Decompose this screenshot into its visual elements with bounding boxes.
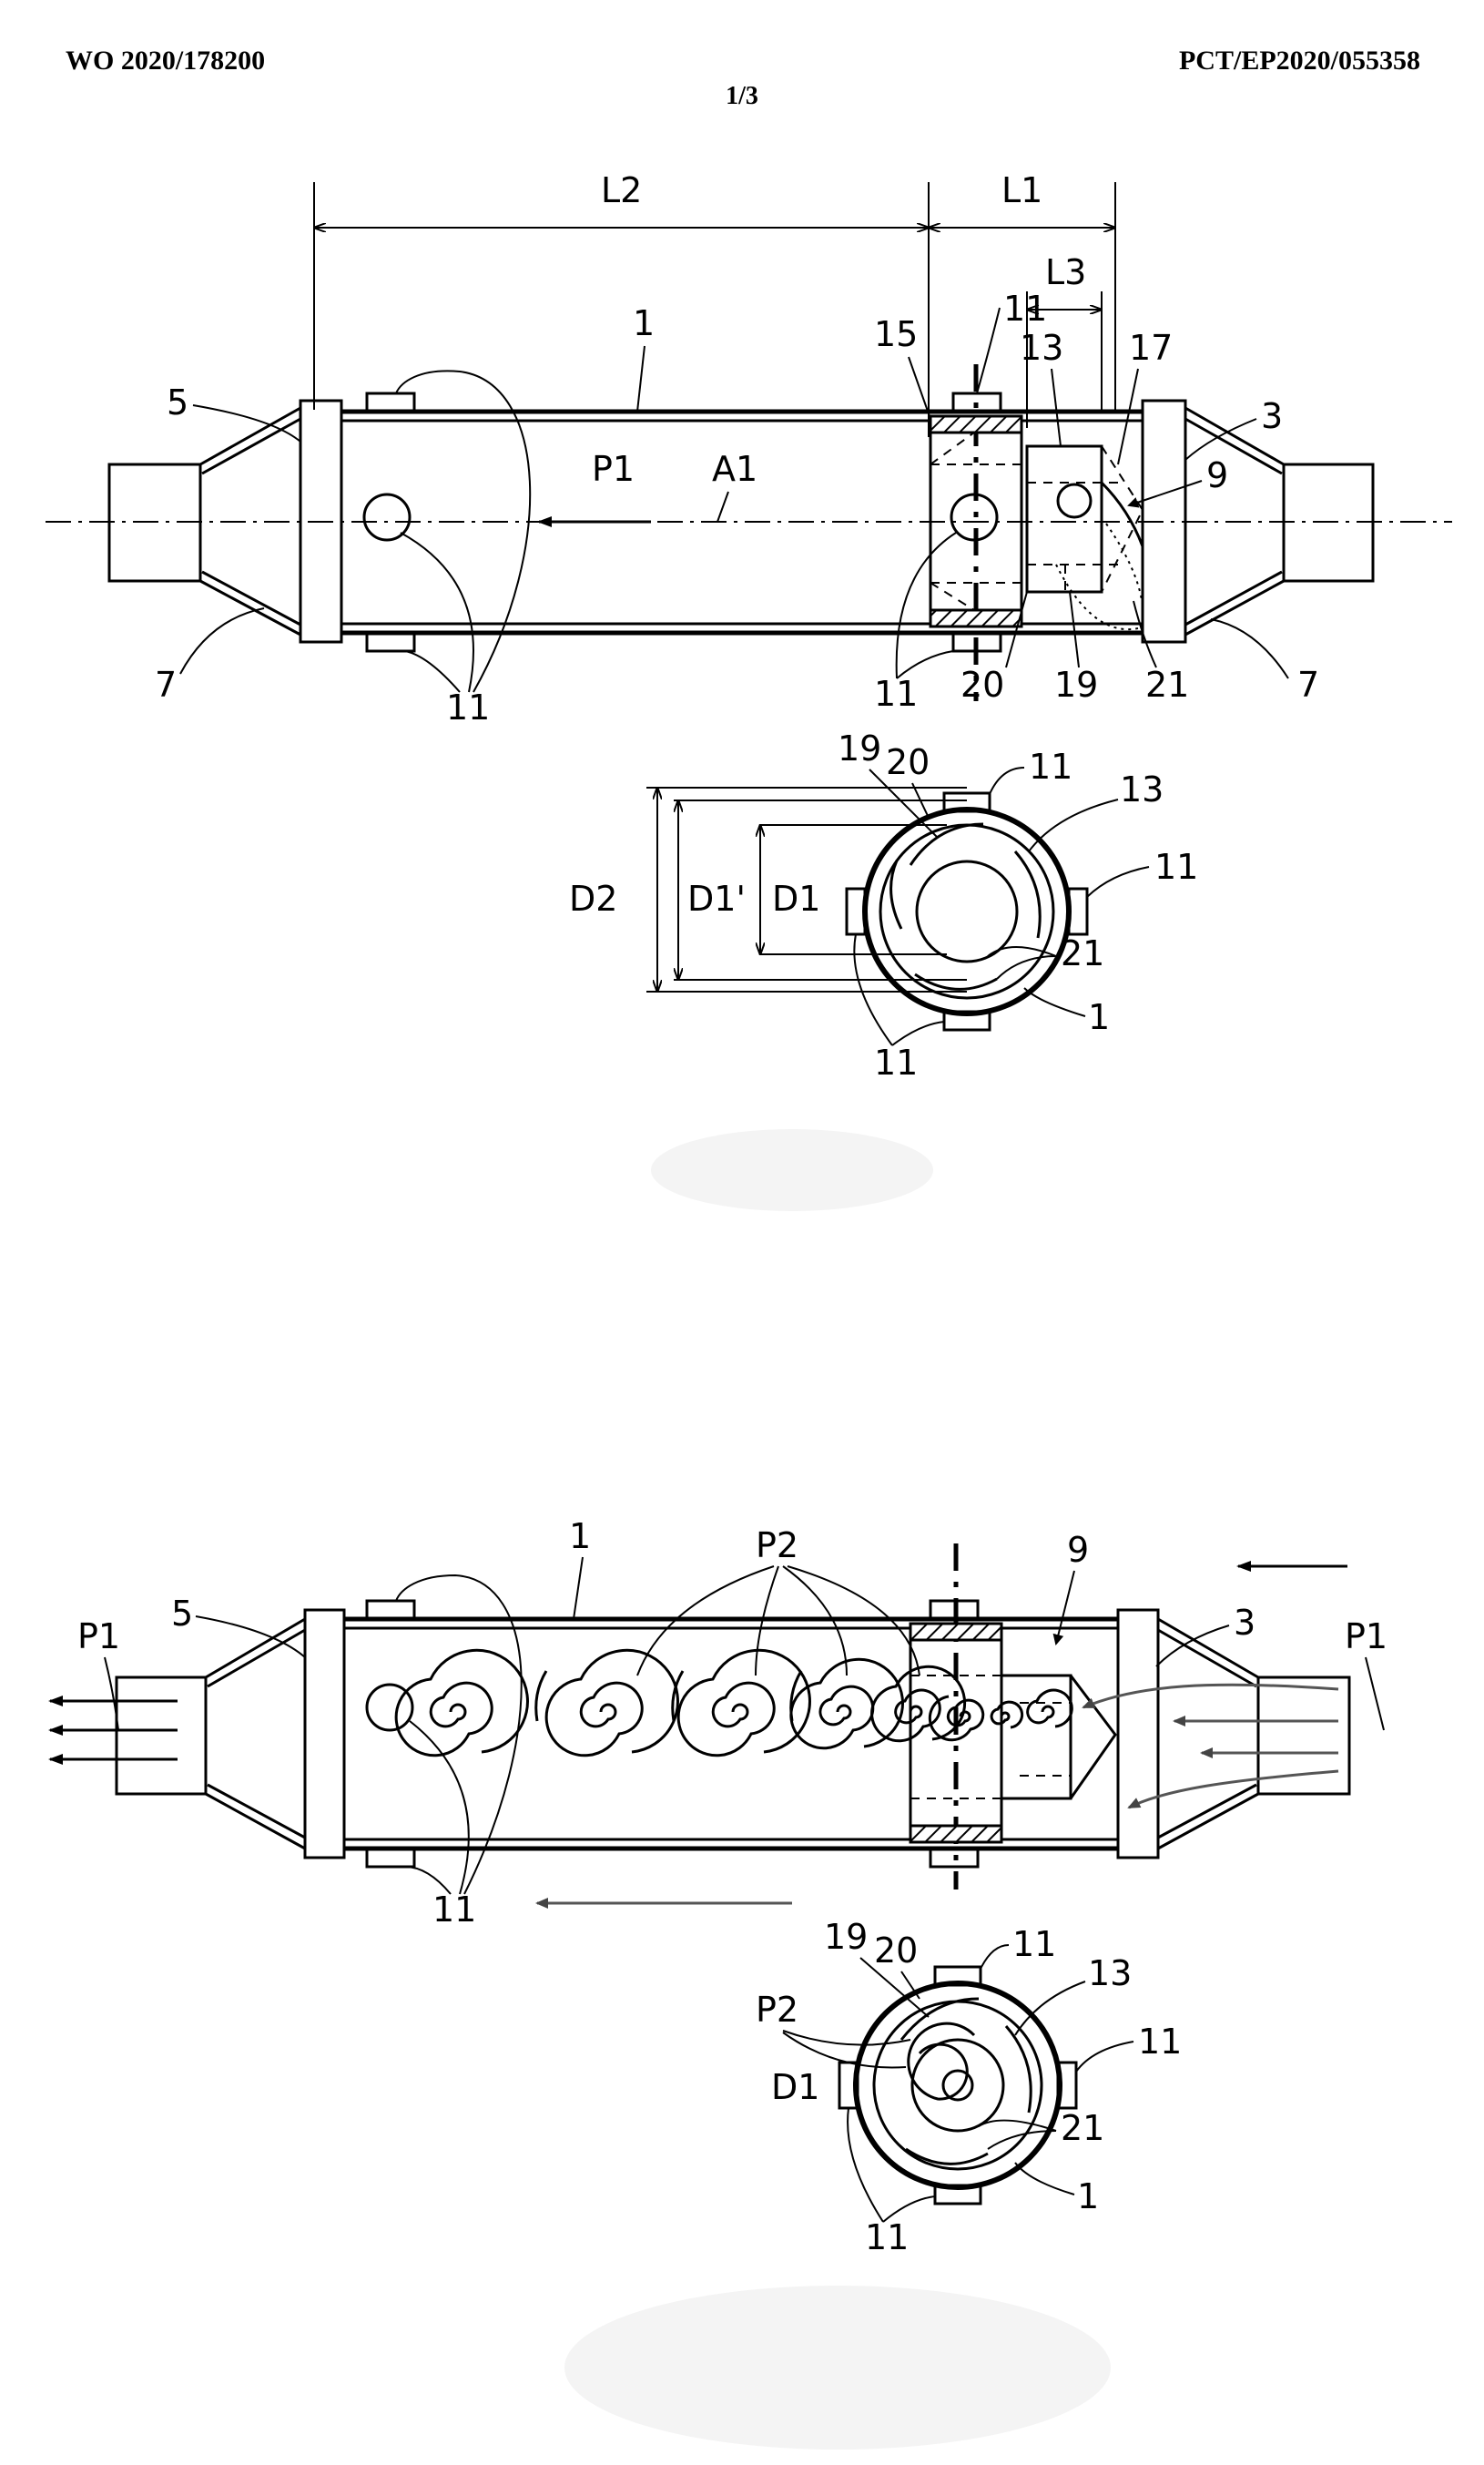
vane-17 bbox=[1100, 481, 1144, 547]
scan-smudge-bottom bbox=[564, 2286, 1111, 2450]
label-1: 1 bbox=[633, 303, 655, 343]
section-swirl-inner bbox=[915, 860, 1019, 963]
label-p1-left: P1 bbox=[77, 1616, 120, 1656]
label-19: 19 bbox=[824, 1917, 868, 1957]
application-number: PCT/EP2020/055358 bbox=[1178, 46, 1420, 76]
swirl-element-13 bbox=[1025, 444, 1103, 594]
label-5: 5 bbox=[167, 382, 188, 423]
inlet-pipe-right bbox=[1282, 463, 1375, 583]
sheet-number: 1/3 bbox=[726, 82, 758, 110]
figure-section-bottom: 19 20 11 13 P2 11 D1 21 1 11 bbox=[756, 1917, 1182, 2257]
end-flange-left-bottom bbox=[303, 1608, 346, 1859]
label-11-top: 11 bbox=[1029, 747, 1072, 787]
label-p2: P2 bbox=[756, 1990, 798, 2030]
label-11-right: 11 bbox=[1138, 2022, 1182, 2062]
label-p2: P2 bbox=[756, 1525, 798, 1565]
label-13: 13 bbox=[1120, 769, 1164, 810]
sensor-port-left bbox=[362, 493, 412, 542]
label-11-top: 11 bbox=[1003, 289, 1047, 329]
label-13: 13 bbox=[1088, 1953, 1132, 1993]
sensor-boss-top-left bbox=[365, 392, 416, 413]
flow-spirals-p2 bbox=[394, 1648, 1073, 1757]
swirl-inlet-hole bbox=[1056, 483, 1093, 519]
label-1: 1 bbox=[1088, 997, 1110, 1037]
label-d1: D1 bbox=[772, 879, 820, 919]
label-11-lower-left: 11 bbox=[446, 688, 490, 728]
sensor-port-mid bbox=[950, 493, 999, 542]
publication-number: WO 2020/178200 bbox=[66, 46, 266, 76]
label-1: 1 bbox=[569, 1516, 591, 1556]
label-7-right: 7 bbox=[1297, 665, 1319, 705]
label-3: 3 bbox=[1261, 396, 1283, 436]
scan-smudge-top bbox=[651, 1129, 933, 1211]
sensor-boss-bottom-right bbox=[951, 631, 1002, 653]
section-boss-bottom bbox=[942, 1010, 991, 1032]
vane-21-dotted bbox=[1055, 564, 1139, 631]
sensor-boss-bottom-left bbox=[365, 631, 416, 653]
label-l2: L2 bbox=[601, 170, 642, 210]
label-17: 17 bbox=[1129, 328, 1173, 368]
label-20: 20 bbox=[961, 665, 1004, 705]
label-d1-prime: D1' bbox=[687, 879, 746, 919]
section-swirl-outer bbox=[879, 823, 1055, 1000]
outlet-pipe-left-bottom bbox=[115, 1676, 208, 1796]
label-19: 19 bbox=[1054, 665, 1098, 705]
outlet-pipe-left bbox=[107, 463, 202, 583]
label-l3: L3 bbox=[1045, 252, 1086, 292]
label-p1: P1 bbox=[592, 449, 635, 489]
section-vane-b bbox=[1013, 851, 1042, 939]
label-11-top: 11 bbox=[1012, 1924, 1056, 1964]
end-flange-right bbox=[1141, 399, 1187, 644]
end-flange-right-bottom bbox=[1116, 1608, 1160, 1859]
label-a1: A1 bbox=[712, 449, 757, 489]
section-boss-right bbox=[1067, 887, 1089, 936]
figure-top-side-view: L2 L1 L3 bbox=[46, 170, 1452, 728]
label-11-bottom: 11 bbox=[865, 2217, 909, 2257]
end-flange-left bbox=[299, 399, 343, 644]
label-9: 9 bbox=[1206, 455, 1228, 495]
section-boss-top bbox=[942, 791, 991, 813]
support-ring-hatch-top bbox=[929, 414, 1023, 434]
label-21: 21 bbox=[1145, 665, 1189, 705]
label-p1-right: P1 bbox=[1345, 1616, 1387, 1656]
label-13: 13 bbox=[1020, 328, 1063, 368]
label-11-bottom: 11 bbox=[874, 1043, 918, 1083]
label-7-left: 7 bbox=[155, 665, 177, 705]
section-vane-a bbox=[909, 822, 984, 866]
label-11-bottom: 11 bbox=[874, 674, 918, 714]
label-11-right: 11 bbox=[1154, 847, 1198, 887]
label-19: 19 bbox=[838, 728, 881, 769]
label-1: 1 bbox=[1077, 2176, 1099, 2216]
label-l1: L1 bbox=[1001, 170, 1042, 210]
inlet-pipe-right-bottom bbox=[1256, 1676, 1351, 1796]
label-11: 11 bbox=[432, 1889, 476, 1930]
label-9: 9 bbox=[1067, 1530, 1089, 1570]
label-20: 20 bbox=[886, 742, 930, 782]
label-21: 21 bbox=[1061, 933, 1104, 973]
label-d1: D1 bbox=[771, 2067, 819, 2107]
label-d2: D2 bbox=[569, 879, 617, 919]
figure-section-top: D2 D1' D1 19 20 11 13 11 21 1 11 bbox=[569, 728, 1198, 1083]
support-ring-hatch-bottom bbox=[929, 608, 1023, 628]
label-3: 3 bbox=[1234, 1603, 1255, 1643]
label-15: 15 bbox=[874, 314, 918, 354]
label-5: 5 bbox=[171, 1594, 193, 1634]
label-21: 21 bbox=[1061, 2108, 1104, 2148]
figure-bottom-side-view: 1 P2 9 5 3 P1 P1 11 bbox=[48, 1516, 1387, 1930]
label-20: 20 bbox=[874, 1930, 918, 1971]
